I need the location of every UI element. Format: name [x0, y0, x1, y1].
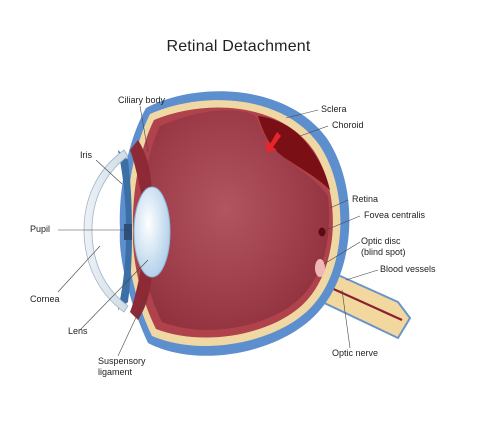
cornea-leader	[57, 245, 101, 293]
fovea-centralis-mark	[318, 227, 326, 237]
label-iris: Iris	[80, 150, 92, 160]
retina-leader	[329, 199, 349, 209]
iris-lower	[118, 236, 132, 310]
fovea-leader	[325, 215, 361, 231]
vitreous-body	[140, 110, 330, 330]
label-ciliary-body: Ciliary body	[118, 95, 166, 105]
label-sclera: Sclera	[321, 104, 347, 114]
label-suspensory: Suspensory	[98, 356, 146, 366]
suspensory-ligament-leader	[117, 295, 147, 357]
label-lens: Lens	[68, 326, 88, 336]
lens-leader	[79, 259, 149, 331]
blood-vessels-leader	[345, 269, 379, 281]
ciliary-body-lower	[130, 264, 152, 320]
sclera-leader	[285, 109, 319, 119]
ciliary-body-leader	[139, 105, 149, 153]
diagram-title: Retinal Detachment	[166, 38, 311, 55]
iris-leader	[95, 159, 123, 185]
label-ligament: ligament	[98, 367, 133, 377]
lens	[133, 186, 171, 278]
detachment-arrow	[266, 132, 281, 152]
label-blind-spot: (blind spot)	[361, 247, 406, 257]
label-choroid: Choroid	[332, 120, 364, 130]
label-fovea-centralis: Fovea centralis	[364, 210, 426, 220]
optic-disc-mark	[315, 259, 325, 277]
label-optic-disc: Optic disc	[361, 236, 401, 246]
iris	[118, 150, 132, 228]
ciliary-body	[130, 140, 152, 198]
pupil-opening	[124, 224, 132, 240]
label-optic-nerve: Optic nerve	[332, 348, 379, 358]
optic-nerve-leader	[341, 289, 351, 349]
label-blood-vessels: Blood vessels	[380, 264, 436, 274]
label-pupil: Pupil	[30, 224, 51, 234]
label-retina: Retina	[352, 194, 379, 204]
optic-disc-leader	[323, 241, 361, 265]
choroid-leader	[299, 125, 329, 137]
label-cornea: Cornea	[30, 294, 60, 304]
cornea	[83, 149, 129, 313]
